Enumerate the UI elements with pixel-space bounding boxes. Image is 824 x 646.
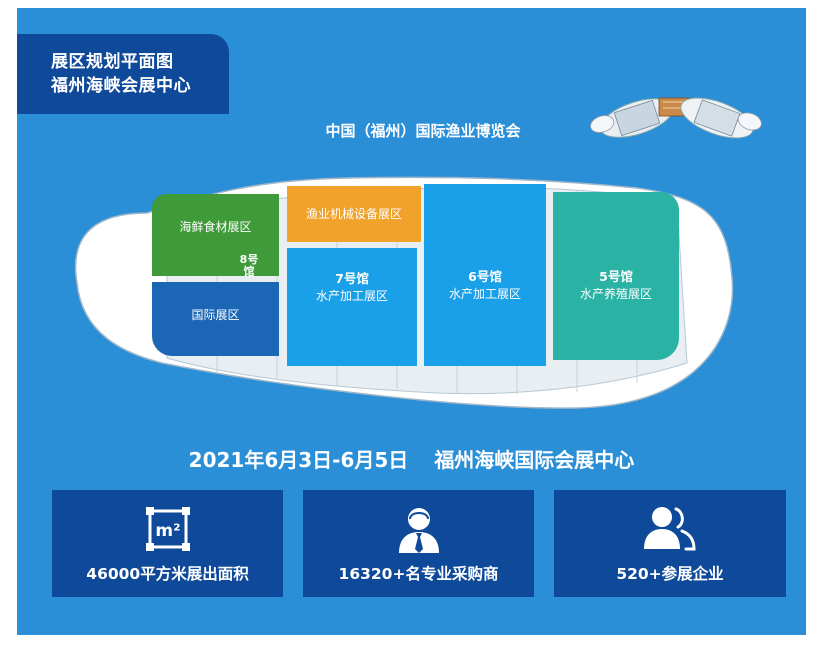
expo-title: 中国（福州）国际渔业博览会 bbox=[325, 122, 521, 140]
venue-building-icon bbox=[590, 97, 762, 139]
stat-card-exhibitors: 520+参展企业 bbox=[554, 490, 786, 597]
exhibitors-group-icon bbox=[644, 507, 696, 551]
svg-text:m²: m² bbox=[155, 521, 180, 541]
stat-area-label: 46000平方米展出面积 bbox=[86, 565, 249, 583]
event-date: 2021年6月3日-6月5日 bbox=[188, 448, 409, 472]
hall-6-zone: 6号馆 水产加工展区 bbox=[424, 184, 546, 366]
hall-8-number: 8号馆 bbox=[239, 253, 259, 278]
date-venue-line: 2021年6月3日-6月5日 福州海峡国际会展中心 bbox=[17, 444, 806, 473]
hall-8-label-strip: 8号馆 bbox=[239, 254, 259, 288]
stat-card-buyers: 16320+名专业采购商 bbox=[303, 490, 534, 597]
stat-exhibitors-label: 520+参展企业 bbox=[616, 565, 724, 583]
floor-plan-panel: 展区规划平面图 福州海峡会展中心 中国（福州）国际渔业博览会 bbox=[17, 8, 806, 635]
hall-international-zone: 国际展区 bbox=[152, 282, 279, 356]
hall-seafood-zone: 海鲜食材展区 bbox=[152, 194, 279, 276]
header-title: 展区规划平面图 bbox=[51, 52, 174, 72]
header-box: 展区规划平面图 福州海峡会展中心 bbox=[17, 34, 229, 114]
stat-card-area: m² 46000平方米展出面积 bbox=[52, 490, 283, 597]
hall-7-number: 7号馆 bbox=[335, 271, 369, 286]
event-venue: 福州海峡国际会展中心 bbox=[434, 448, 635, 472]
hall-7-zone: 7号馆 水产加工展区 bbox=[287, 248, 417, 366]
hall-5-number: 5号馆 bbox=[599, 269, 633, 284]
hall-fishery-machinery-zone: 渔业机械设备展区 bbox=[287, 186, 421, 242]
hall-5-label: 水产养殖展区 bbox=[579, 287, 652, 301]
hall-6-label: 水产加工展区 bbox=[448, 287, 521, 301]
hall-7-label: 水产加工展区 bbox=[315, 289, 388, 303]
header-subtitle: 福州海峡会展中心 bbox=[51, 76, 191, 96]
hall-machinery-label: 渔业机械设备展区 bbox=[305, 207, 402, 221]
hall-5-zone: 5号馆 水产养殖展区 bbox=[553, 192, 679, 360]
stat-buyers-label: 16320+名专业采购商 bbox=[338, 565, 499, 583]
hall-international-label: 国际展区 bbox=[191, 308, 240, 322]
buyer-person-icon bbox=[398, 508, 439, 553]
hall-seafood-label: 海鲜食材展区 bbox=[179, 220, 252, 234]
hall-6-number: 6号馆 bbox=[468, 269, 502, 284]
area-m2-icon: m² bbox=[145, 507, 190, 551]
